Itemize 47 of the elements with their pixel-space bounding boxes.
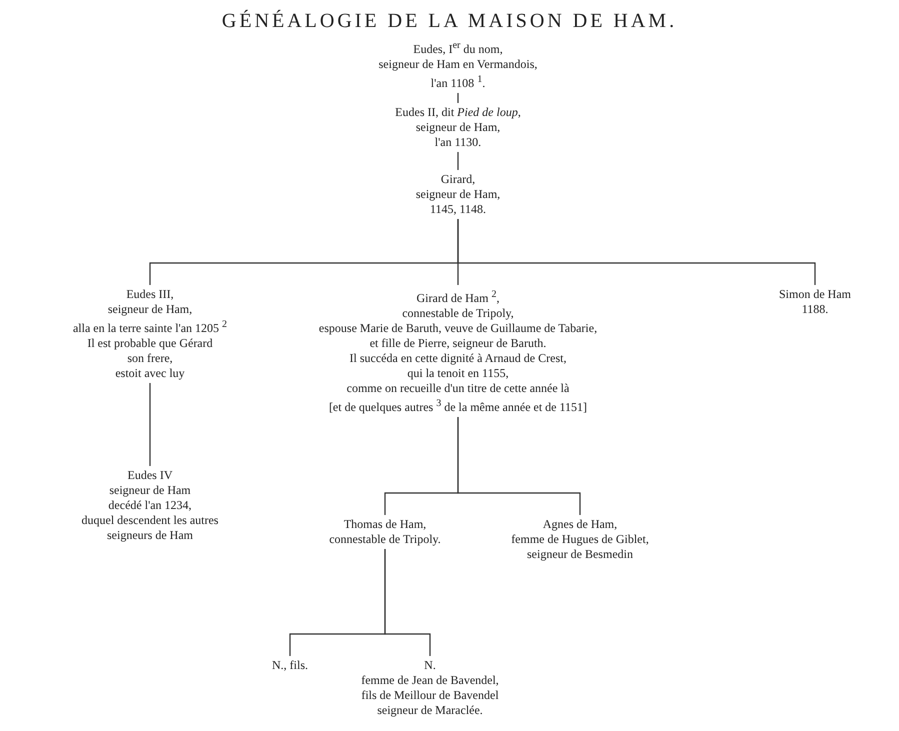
person-name: N., fils. (272, 658, 308, 673)
lineage-line (457, 152, 459, 170)
person-note: seigneur de Ham, (106, 302, 194, 317)
person-name: Eudes III, (125, 287, 175, 302)
lineage-line (149, 383, 151, 466)
title: GÉNÉALOGIE DE LA MAISON DE HAM. (220, 10, 678, 33)
person-note: l'an 1108 $^{1}$. (430, 73, 486, 91)
lineage-line (457, 219, 816, 285)
person-note: femme de Hugues de Giblet, (511, 532, 649, 547)
person-note: 1188. (800, 302, 830, 317)
person-note: espouse Marie de Baruth, veuve de Guillaume de Tabarie, (318, 321, 598, 336)
lineage-line (384, 549, 431, 656)
person-note: Il succéda en cette dignité à Arnaud de Crest, (348, 351, 568, 366)
lineage-line (457, 93, 459, 103)
person-name: Girard de Ham $^{2}$, (416, 288, 500, 306)
person-note: seigneurs de Ham (106, 528, 194, 543)
person-note: seigneur de Ham en Vermandois, (378, 57, 538, 72)
person-note: seigneur de Ham, (416, 187, 500, 202)
person-name: Eudes II, dit Pied de loup, (395, 105, 521, 120)
person-name: Thomas de Ham, (342, 517, 428, 532)
person-note: et fille de Pierre, seigneur de Baruth. (368, 336, 548, 351)
person-note: seigneur de Ham (108, 483, 192, 498)
person-note: qui la tenoit en 1155, (406, 366, 510, 381)
person-note: 1145, 1148. (428, 202, 488, 217)
person-name: N. (423, 658, 437, 673)
person-note: duquel descendent les autres (82, 513, 218, 528)
person-note: alla en la terre sainte l'an 1205 $^{2}$ (72, 318, 228, 336)
person-note: seigneur de Besmedin (526, 547, 634, 562)
person-note: connestable de Tripoly. (329, 532, 441, 547)
person-note: l'an 1130. (434, 135, 482, 150)
person-note: estoit avec luy (114, 366, 186, 381)
person-note: Il est probable que Gérard (86, 336, 214, 351)
person-note: seigneur de Ham, (414, 120, 502, 135)
person-note: decédé l'an 1234, (107, 498, 193, 513)
person-note: seigneur de Maraclée. (376, 703, 484, 718)
person-name: Eudes, I$^{er}$ du nom, (412, 39, 504, 57)
person-note: son frere, (126, 351, 174, 366)
person-note: fils de Meillour de Bavendel (361, 688, 499, 703)
person-name: Simon de Ham (779, 287, 851, 302)
person-note: comme on recueille d'un titre de cette année là (346, 381, 570, 396)
person-name: Eudes IV (126, 468, 174, 483)
person-name: Girard, (440, 172, 476, 187)
lineage-line (457, 417, 581, 515)
person-note: femme de Jean de Bavendel, (361, 673, 499, 688)
person-name: Agnes de Ham, (542, 517, 618, 532)
person-note: [et de quelques autres $^{3}$ de la même année et de 1151] (328, 397, 588, 415)
person-note: connestable de Tripoly, (401, 306, 515, 321)
